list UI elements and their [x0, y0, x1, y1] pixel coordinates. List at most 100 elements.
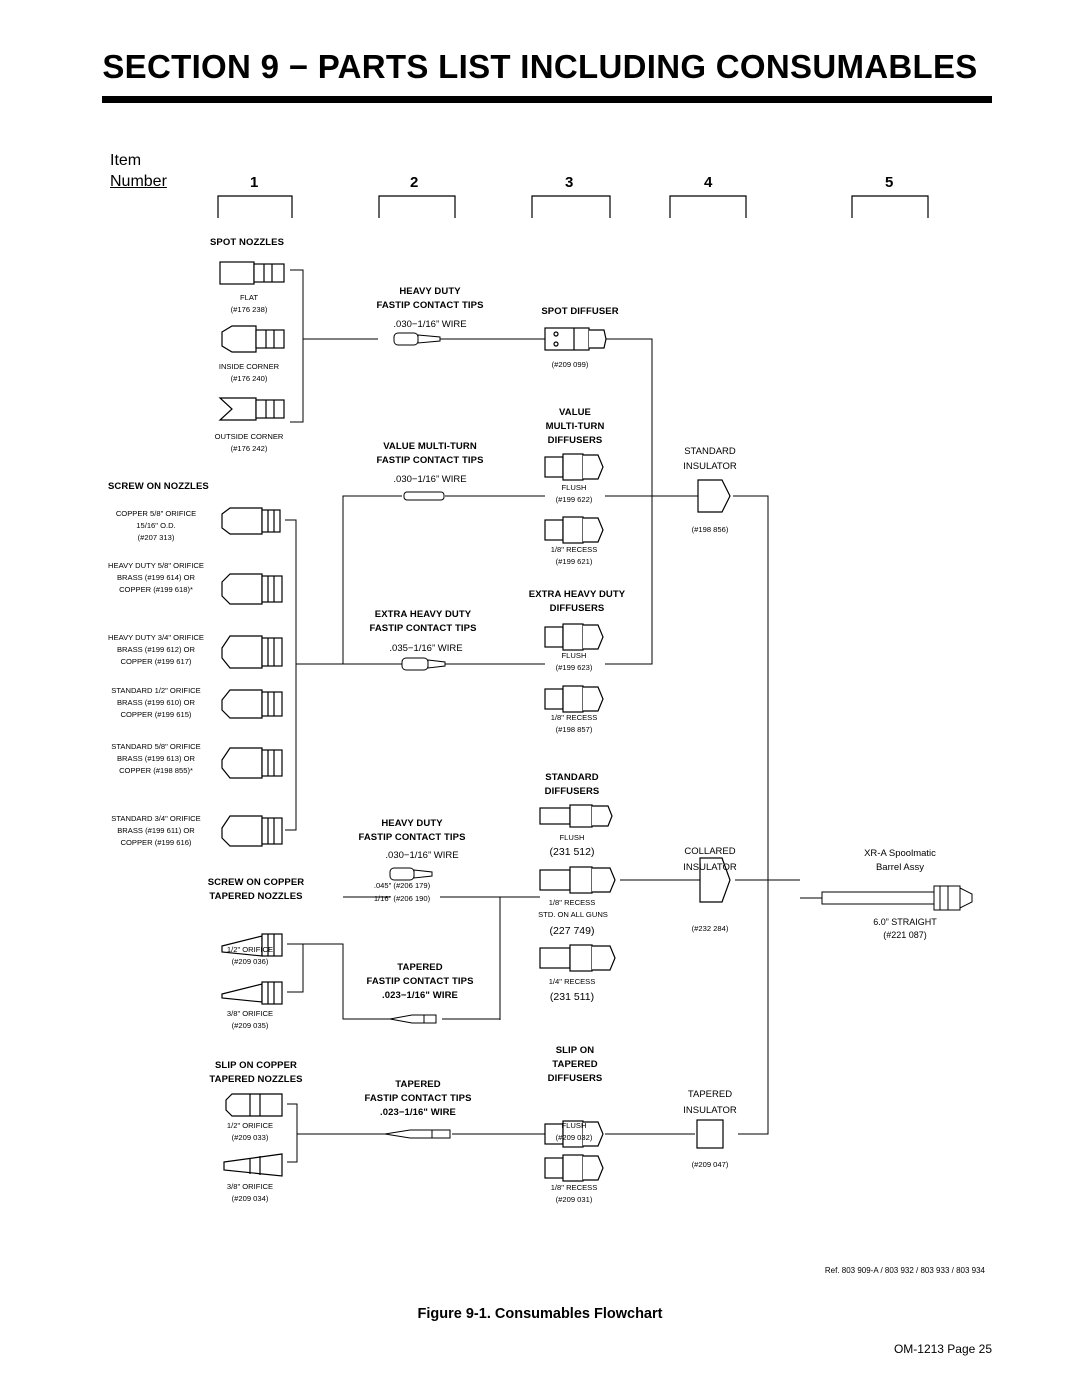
- column-number-1: 1: [250, 174, 259, 191]
- screw-nozzle-4: [221, 689, 283, 719]
- screw-nozzle-6-copper: COPPER (#199 616): [120, 838, 192, 847]
- value-diffusers-title-2: MULTI-TURN: [545, 421, 605, 432]
- hd-tips-1-title-1: HEAVY DUTY: [399, 286, 461, 297]
- screw-nozzle-6: [221, 815, 283, 847]
- column-bracket-4: [669, 195, 747, 218]
- xhd-tips-title-2: FASTIP CONTACT TIPS: [369, 623, 477, 634]
- screw-nozzle-1-part-number: (#207 313): [137, 533, 175, 542]
- spot-diffuser-icon: [544, 327, 607, 351]
- slip-copper-half-label: 1/2" ORIFICE: [226, 1121, 274, 1130]
- flat-part-number: (#176 238): [230, 305, 268, 314]
- column-number-4: 4: [704, 174, 713, 191]
- flat-label: FLAT: [239, 293, 258, 302]
- std-diffuser-recess-note: STD. ON ALL GUNS: [538, 910, 608, 919]
- spot-nozzle-flat: [219, 261, 285, 285]
- tapered-contact-tip-2: [384, 1129, 451, 1139]
- value-contact-tip: [403, 491, 445, 501]
- xhd-diffuser-flush-label: FLUSH: [561, 651, 587, 660]
- hd-tips-2-title-2: FASTIP CONTACT TIPS: [358, 832, 466, 843]
- standard-insulator-icon: [697, 479, 731, 513]
- hd-tips-1-wire: .030−1/16” WIRE: [393, 319, 467, 330]
- screw-copper-half-label: 1/2" ORIFICE: [226, 945, 274, 954]
- value-diffusers-title-1: VALUE: [559, 407, 591, 418]
- hd-tips-2-title-1: HEAVY DUTY: [381, 818, 443, 829]
- standard-insulator-title-1: STANDARD: [684, 446, 736, 457]
- spot-diffuser-title: SPOT DIFFUSER: [541, 306, 619, 317]
- screw-nozzle-1: [221, 507, 281, 535]
- standard-insulator-part-number: (#198 856): [691, 525, 729, 534]
- tapered-insulator-title-1: TAPERED: [687, 1089, 733, 1100]
- hd-contact-tip-2: [389, 867, 433, 881]
- screw-nozzle-5: [221, 747, 283, 779]
- column-bracket-2: [378, 195, 456, 218]
- screw-copper-title-2: TAPERED NOZZLES: [209, 891, 303, 902]
- std-diffuser-flush-label: FLUSH: [559, 833, 585, 842]
- slip-diffusers-title-2: TAPERED: [552, 1059, 598, 1070]
- xhd-diffusers-title-1: EXTRA HEAVY DUTY: [528, 589, 626, 600]
- std-diffuser-recess-1-4-part-number: (231 511): [549, 991, 595, 1003]
- number-label: Number: [110, 173, 167, 190]
- inside-corner-label: INSIDE CORNER: [218, 362, 280, 371]
- screw-copper-tapered-3-8: [221, 981, 283, 1005]
- barrel-title-1: XR-A Spoolmatic: [864, 848, 936, 859]
- xhd-contact-tip: [401, 657, 446, 671]
- std-diffusers-title-1: STANDARD: [545, 772, 599, 783]
- slip-copper-title-1: SLIP ON COPPER: [215, 1060, 297, 1071]
- std-diffuser-recess-1-4: [539, 944, 616, 972]
- screw-nozzle-6-brass: BRASS (#199 611) OR: [117, 826, 195, 835]
- standard-insulator-title-2: INSULATOR: [683, 461, 737, 472]
- xhd-diffuser-flush-part-number: (#199 623): [555, 663, 593, 672]
- screw-nozzle-4-label: STANDARD 1/2" ORIFICE: [111, 686, 201, 695]
- screw-nozzle-5-copper: COPPER (#198 855)*: [119, 766, 193, 775]
- slip-diffuser-recess-label: 1/8" RECESS: [550, 1183, 598, 1192]
- reference-number: Ref. 803 909-A / 803 932 / 803 933 / 803…: [824, 1266, 985, 1275]
- xhd-diffuser-flush: [544, 623, 604, 651]
- outside-corner-part-number: (#176 242): [230, 444, 268, 453]
- value-diffuser-flush: [544, 453, 604, 481]
- slip-diffusers-title-1: SLIP ON: [555, 1045, 595, 1056]
- xhd-tips-wire: .035−1/16” WIRE: [389, 643, 463, 654]
- item-label: Item: [110, 152, 142, 169]
- xhd-tips-title-1: EXTRA HEAVY DUTY: [374, 609, 472, 620]
- spot-nozzle-inside-corner: [221, 325, 285, 353]
- spot-nozzle-outside-corner: [218, 397, 285, 421]
- tapered-insulator-title-2: INSULATOR: [683, 1105, 737, 1116]
- screw-on-nozzles: [221, 507, 283, 847]
- hd-tips-2-pn-116: 1/16" (#206 190): [373, 894, 431, 903]
- value-diffuser-recess-part-number: (#199 621): [555, 557, 593, 566]
- slip-diffusers-title-3: DIFFUSERS: [547, 1073, 603, 1084]
- slip-copper-title-2: TAPERED NOZZLES: [209, 1074, 303, 1085]
- screw-nozzle-3: [221, 635, 283, 669]
- value-diffuser-flush-part-number: (#199 622): [555, 495, 593, 504]
- std-diffuser-recess-label: 1/8" RECESS: [548, 898, 596, 907]
- value-diffusers-title-3: DIFFUSERS: [547, 435, 603, 446]
- tapered-insulator-icon: [696, 1119, 724, 1149]
- screw-copper-title-1: SCREW ON COPPER: [207, 877, 305, 888]
- collared-insulator-part-number: (#232 284): [691, 924, 729, 933]
- std-diffuser-recess-1-8: [539, 866, 616, 894]
- inside-corner-part-number: (#176 240): [230, 374, 268, 383]
- title-rule: [102, 96, 992, 103]
- column-number-5: 5: [885, 174, 894, 191]
- screw-copper-3-8-part-number: (#209 035): [231, 1021, 269, 1030]
- screw-nozzle-3-brass: BRASS (#199 612) OR: [116, 645, 196, 654]
- value-diffuser-recess-label: 1/8" RECESS: [550, 545, 598, 554]
- hd-tips-1-title-2: FASTIP CONTACT TIPS: [376, 300, 484, 311]
- connector-lines: [285, 269, 800, 1163]
- page-title: SECTION 9 − PARTS LIST INCLUDING CONSUMA…: [102, 48, 978, 85]
- screw-nozzle-3-label: HEAVY DUTY 3/4" ORIFICE: [108, 633, 204, 642]
- screw-copper-tapered-half: [221, 933, 283, 957]
- slip-copper-tapered-half: [225, 1093, 283, 1117]
- collared-insulator-icon: [699, 857, 731, 903]
- tapered-tips-1-wire: .023−1/16" WIRE: [382, 990, 458, 1001]
- screw-nozzle-2-copper: COPPER (#199 618)*: [119, 585, 193, 594]
- tapered-tips-1-title-1: TAPERED: [397, 962, 443, 973]
- slip-copper-half-part-number: (#209 033): [231, 1133, 269, 1142]
- screw-nozzle-1-od: 15/16" O.D.: [136, 521, 176, 530]
- std-diffusers-title-2: DIFFUSERS: [544, 786, 600, 797]
- screw-nozzle-6-label: STANDARD 3/4" ORIFICE: [111, 814, 201, 823]
- screw-nozzle-5-label: STANDARD 5/8" ORIFICE: [111, 742, 201, 751]
- slip-diffuser-recess-part-number: (#209 031): [555, 1195, 593, 1204]
- column-bracket-5: [851, 195, 929, 218]
